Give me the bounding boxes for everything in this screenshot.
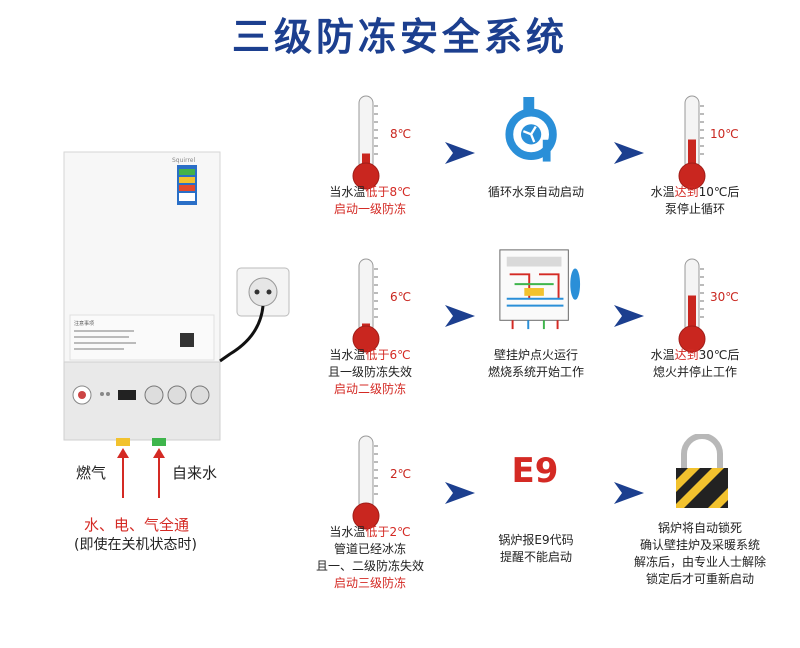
middle-caption-line: 循环水泵自动启动	[487, 185, 584, 199]
middle-caption: 锅炉报E9代码提醒不能启动	[476, 532, 596, 566]
error-code-text: E9	[512, 451, 559, 490]
caption-segment: 且一级防冻失效	[327, 365, 412, 379]
end-caption-line: 锅炉将自动锁死	[657, 521, 742, 535]
note-line-2: (即使在关机状态时)	[74, 537, 197, 553]
caption-segment: 当水温	[329, 185, 366, 199]
end-caption: 水温达到30℃后熄火并停止工作	[630, 347, 760, 381]
boiler-diagram-icon	[499, 249, 581, 330]
end-caption-line: 泵停止循环	[664, 202, 725, 216]
arrow-icon	[445, 142, 475, 164]
error-code-icon: E9	[512, 451, 559, 490]
end-caption-line: 锁定后才可重新启动	[645, 572, 754, 586]
gas-label: 燃气	[76, 464, 107, 482]
caption-segment: 低于	[365, 185, 390, 199]
arrow-icon	[614, 482, 644, 504]
caption-segment: 低于	[365, 525, 390, 539]
start-caption: 当水温低于8℃ 启动一级防冻	[300, 184, 440, 218]
water-label: 自来水	[172, 464, 218, 482]
end-temp-label: 10℃	[710, 127, 739, 141]
power-socket	[219, 267, 290, 363]
thermometer-icon	[352, 95, 380, 190]
brand-text: Squirrel	[172, 157, 195, 164]
caption-segment: 水温	[650, 348, 675, 362]
temp-label: 6℃	[390, 290, 412, 304]
end-temp-label: 30℃	[710, 290, 739, 304]
middle-caption-line: 燃烧系统开始工作	[487, 365, 584, 379]
note-line-1: 水、电、气全通	[84, 516, 190, 534]
boiler-image: Squirrel 注意事项	[63, 151, 221, 441]
caption-segment: 启动三级防冻	[333, 576, 406, 590]
end-caption: 锅炉将自动锁死确认壁挂炉及采暖系统解冻后，由专业人士解除锁定后才可重新启动	[620, 520, 780, 588]
middle-caption-line: 锅炉报E9代码	[498, 533, 574, 547]
caption-segment: 当水温	[329, 348, 366, 362]
temp-label: 8℃	[390, 127, 412, 141]
caption-segment: 达到	[674, 348, 699, 362]
caption-segment: 当水温	[329, 525, 366, 539]
thermometer-icon	[678, 95, 706, 190]
lock-icon	[676, 434, 728, 508]
caption-segment: 启动一级防冻	[333, 202, 406, 216]
caption-segment: 8℃	[389, 185, 411, 199]
middle-caption-line: 提醒不能启动	[499, 550, 572, 564]
middle-caption: 循环水泵自动启动	[476, 184, 596, 201]
end-caption: 水温达到10℃后泵停止循环	[630, 184, 760, 218]
caption-segment: 启动二级防冻	[333, 382, 406, 396]
panel-heading: 注意事项	[74, 320, 94, 327]
arrow-icon	[614, 305, 644, 327]
caption-segment: 10℃后	[698, 185, 740, 199]
pipe-connectors	[116, 438, 166, 498]
caption-segment: 低于	[365, 348, 390, 362]
thermometer-icon	[352, 258, 380, 353]
arrow-icon	[614, 142, 644, 164]
caption-segment: 30℃后	[698, 348, 740, 362]
temp-label: 2℃	[390, 467, 412, 481]
caption-segment: 且一、二级防冻失效	[315, 559, 424, 573]
start-caption: 当水温低于6℃ 且一级防冻失效启动二级防冻	[300, 347, 440, 398]
caption-segment: 6℃	[389, 348, 411, 362]
caption-segment: 管道已经冰冻	[333, 542, 406, 556]
arrow-icon	[445, 482, 475, 504]
caption-segment: 达到	[674, 185, 699, 199]
thermometer-icon	[678, 258, 706, 353]
middle-caption: 壁挂炉点火运行燃烧系统开始工作	[476, 347, 596, 381]
end-caption-line: 确认壁挂炉及采暖系统	[639, 538, 760, 552]
middle-caption-line: 壁挂炉点火运行	[493, 348, 578, 362]
arrow-icon	[445, 305, 475, 327]
thermometer-icon	[352, 435, 380, 530]
page-title: 三级防冻安全系统	[231, 15, 568, 59]
end-caption-line: 解冻后，由专业人士解除	[633, 555, 766, 569]
pump-icon	[505, 97, 557, 162]
caption-segment: 2℃	[389, 525, 411, 539]
caption-segment: 水温	[650, 185, 675, 199]
start-caption: 当水温低于2℃ 管道已经冰冻且一、二级防冻失效启动三级防冻	[300, 524, 440, 592]
end-caption-line: 熄火并停止工作	[652, 365, 737, 379]
